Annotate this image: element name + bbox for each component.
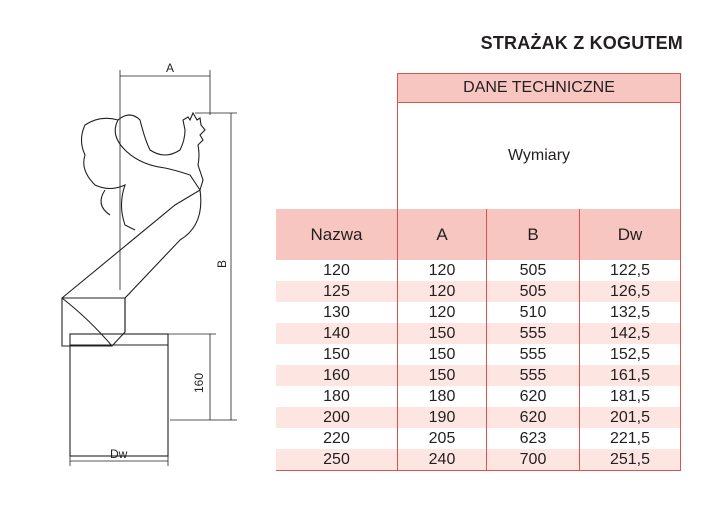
cell: 125 bbox=[323, 282, 350, 300]
dim-a-label: A bbox=[166, 61, 174, 75]
base-cylinder bbox=[69, 333, 169, 457]
cell: 700 bbox=[486, 449, 579, 470]
cell: 152,5 bbox=[579, 344, 681, 365]
cell: 555 bbox=[486, 344, 579, 365]
page-title: STRAŻAK Z KOGUTEM bbox=[480, 33, 683, 53]
table-row: 125 120 505 126,5 bbox=[276, 281, 681, 302]
cell: 150 bbox=[397, 323, 486, 344]
table-row: 200 190 620 201,5 bbox=[276, 407, 681, 428]
cell: 201,5 bbox=[579, 407, 681, 428]
cell: 623 bbox=[486, 428, 579, 449]
table-bottom-border bbox=[276, 470, 681, 471]
cell: 555 bbox=[486, 323, 579, 344]
table-row: 180 180 620 181,5 bbox=[276, 386, 681, 407]
col-header-dw: Dw bbox=[579, 209, 681, 260]
dim-160-label: 160 bbox=[192, 373, 206, 393]
cell: 160 bbox=[323, 366, 350, 384]
cell: 132,5 bbox=[579, 302, 681, 323]
cell: 555 bbox=[486, 365, 579, 386]
rooster-body bbox=[114, 111, 206, 192]
cell: 150 bbox=[397, 344, 486, 365]
cell: 200 bbox=[323, 408, 350, 426]
cell: 180 bbox=[323, 387, 350, 405]
table-row: 120 120 505 122,5 bbox=[276, 260, 681, 281]
cell: 122,5 bbox=[579, 260, 681, 281]
cell: 180 bbox=[397, 386, 486, 407]
cell: 220 bbox=[323, 429, 350, 447]
cell: 505 bbox=[486, 260, 579, 281]
dim-dw-label: Dw bbox=[110, 447, 128, 461]
cell: 221,5 bbox=[579, 428, 681, 449]
cell: 181,5 bbox=[579, 386, 681, 407]
dim-b-label: B bbox=[215, 260, 229, 268]
table-body: 120 120 505 122,5 125 120 505 126,5 130 … bbox=[276, 260, 681, 470]
cell: 620 bbox=[486, 407, 579, 428]
diagonal-pipe bbox=[61, 189, 202, 299]
cell: 140 bbox=[323, 324, 350, 342]
cell: 240 bbox=[397, 449, 486, 470]
cell: 120 bbox=[323, 261, 350, 279]
cell: 190 bbox=[397, 407, 486, 428]
table-row: 130 120 510 132,5 bbox=[276, 302, 681, 323]
cell: 250 bbox=[323, 450, 350, 468]
cell: 120 bbox=[397, 302, 486, 323]
cell: 142,5 bbox=[579, 323, 681, 344]
col-header-nazwa: Nazwa bbox=[310, 224, 363, 244]
cell: 126,5 bbox=[579, 281, 681, 302]
cell: 130 bbox=[323, 303, 350, 321]
col-header-b: B bbox=[486, 209, 579, 260]
cell: 120 bbox=[397, 281, 486, 302]
cell: 620 bbox=[486, 386, 579, 407]
cell: 150 bbox=[397, 365, 486, 386]
cell: 205 bbox=[397, 428, 486, 449]
table-row: 160 150 555 161,5 bbox=[276, 365, 681, 386]
cell: 505 bbox=[486, 281, 579, 302]
col-header-a: A bbox=[397, 209, 486, 260]
column-headers: Nazwa A B Dw bbox=[276, 209, 681, 260]
cell: 150 bbox=[323, 345, 350, 363]
header-tech: DANE TECHNICZNE bbox=[397, 73, 681, 103]
rooster-tail bbox=[80, 117, 136, 231]
cell: 161,5 bbox=[579, 365, 681, 386]
table-row: 140 150 555 142,5 bbox=[276, 323, 681, 344]
technical-drawing: A B 160 Dw bbox=[61, 61, 237, 466]
cell: 120 bbox=[397, 260, 486, 281]
header-dimensions: Wymiary bbox=[397, 103, 681, 209]
cell: 251,5 bbox=[579, 449, 681, 470]
table-row: 250 240 700 251,5 bbox=[276, 449, 681, 470]
cell: 510 bbox=[486, 302, 579, 323]
hood bbox=[61, 297, 126, 347]
table-row: 220 205 623 221,5 bbox=[276, 428, 681, 449]
table-row: 150 150 555 152,5 bbox=[276, 344, 681, 365]
